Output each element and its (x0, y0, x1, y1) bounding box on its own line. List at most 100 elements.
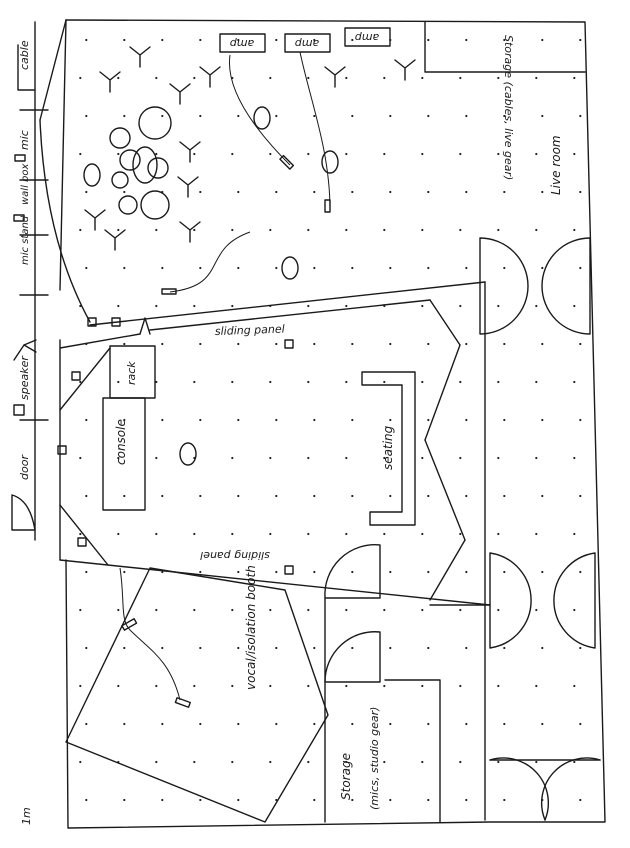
control-room-walls (59, 299, 491, 606)
grid-dot (351, 418, 354, 422)
legend-micstand-label: mic stand (20, 215, 31, 265)
grid-dot (231, 608, 234, 612)
grid-dot (199, 190, 202, 194)
grid-dot (573, 532, 576, 536)
grid-dot (313, 570, 316, 574)
sliding-panel-top-label: sliding panel (215, 323, 285, 338)
grid-dot (193, 608, 196, 612)
grid-dot (427, 266, 430, 270)
grid-dot (389, 114, 392, 118)
grid-dot (85, 570, 88, 574)
grid-dot (465, 266, 468, 270)
grid-dot (427, 114, 430, 118)
grid-dot (123, 38, 126, 42)
grid-dot (231, 152, 234, 156)
seating-sofa (361, 371, 416, 526)
grid-dot (193, 152, 196, 156)
grid-dot (269, 760, 272, 764)
grid-dot (503, 418, 506, 422)
grid-dot (85, 190, 88, 194)
grid-dot (465, 114, 468, 118)
grid-dot (275, 342, 278, 346)
grid-dot (275, 114, 278, 118)
grid-dot (351, 342, 354, 346)
grid-dot (541, 722, 544, 726)
grid-dot (351, 494, 354, 498)
grid-dot (199, 646, 202, 650)
grid-dot (579, 342, 582, 346)
mic-stand (129, 46, 151, 68)
grid-dot (497, 380, 500, 384)
grid-dot (193, 304, 196, 308)
grid-dot (123, 646, 126, 650)
grid-dot (541, 570, 544, 574)
grid-dot (541, 266, 544, 270)
grid-dot (345, 608, 348, 612)
grid-dot (193, 760, 196, 764)
grid-dot (79, 608, 82, 612)
grid-dot (307, 304, 310, 308)
grid-dot (199, 570, 202, 574)
grid-dot (117, 228, 120, 232)
grid-dot (389, 418, 392, 422)
grid-dot (541, 494, 544, 498)
grid-dot (383, 532, 386, 536)
grid-dot (345, 304, 348, 308)
grid-dot (351, 798, 354, 802)
amp-box-3 (344, 27, 391, 47)
grid-dot (313, 38, 316, 42)
grid-dot (161, 722, 164, 726)
grid-dot (573, 684, 576, 688)
grid-dot (123, 570, 126, 574)
grid-dot (85, 418, 88, 422)
grid-dot (535, 228, 538, 232)
grid-dot (389, 494, 392, 498)
grid-dot (497, 684, 500, 688)
grid-dot (465, 798, 468, 802)
grid-dot (459, 228, 462, 232)
grid-dot (351, 38, 354, 42)
grid-dot (421, 228, 424, 232)
grid-dot (313, 798, 316, 802)
grid-dot (345, 76, 348, 80)
grid-dot (503, 798, 506, 802)
grid-dot (541, 114, 544, 118)
mic-stand (84, 209, 106, 231)
grid-dot (85, 266, 88, 270)
grid-dot (85, 38, 88, 42)
mic-stand (99, 71, 121, 93)
grid-dot (497, 760, 500, 764)
speakers (57, 317, 294, 575)
grid-dot (313, 114, 316, 118)
grid-dot (117, 456, 120, 460)
grid-dot (199, 114, 202, 118)
amp-box-2 (284, 33, 331, 53)
grid-dot (345, 684, 348, 688)
grid-dot (573, 760, 576, 764)
grid-dot (123, 494, 126, 498)
grid-dot (351, 266, 354, 270)
grid-dot (541, 38, 544, 42)
grid-dot (269, 152, 272, 156)
grid-dot (117, 608, 120, 612)
grid-dot (421, 152, 424, 156)
grid-dot (231, 532, 234, 536)
grid-dot (123, 266, 126, 270)
grid-dot (579, 190, 582, 194)
grid-dot (383, 76, 386, 80)
rack-label: rack (125, 361, 138, 385)
grid-dot (579, 418, 582, 422)
grid-dot (193, 380, 196, 384)
grid-dot (459, 152, 462, 156)
grid-dot (275, 190, 278, 194)
legend-cable-label: cable (18, 40, 31, 70)
storage-lower-label: Storage (339, 753, 353, 800)
grid-dot (161, 38, 164, 42)
grid-dot (193, 532, 196, 536)
grid-dot (465, 494, 468, 498)
grid-dot (465, 570, 468, 574)
grid-dot (421, 456, 424, 460)
legend-mic-label: mic (18, 130, 31, 150)
grid-dot (535, 684, 538, 688)
grid-dot (161, 342, 164, 346)
